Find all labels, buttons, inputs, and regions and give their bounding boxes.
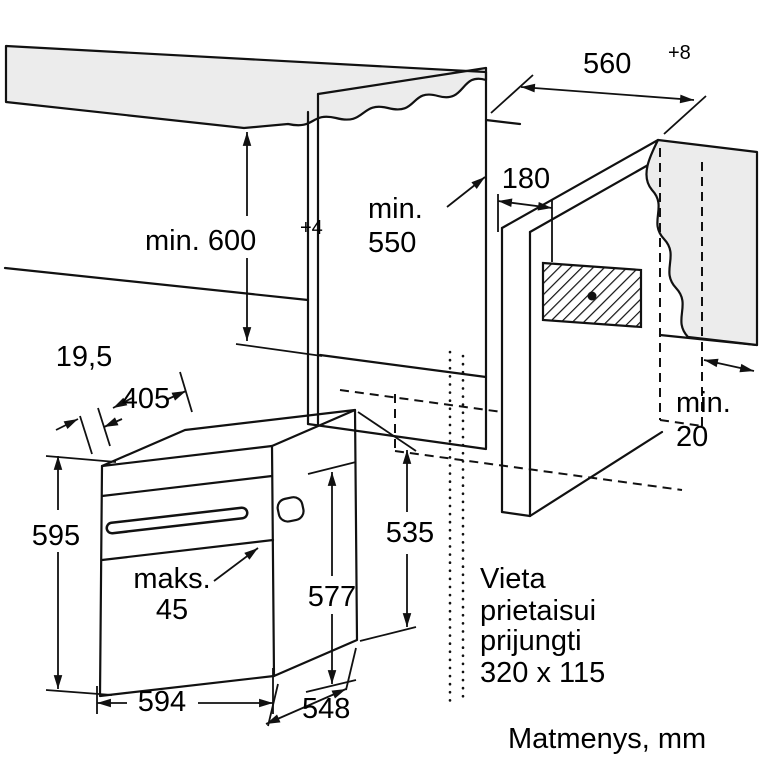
cabinet-left-panel	[306, 66, 522, 451]
dimension-oven-depth: 548	[265, 647, 357, 727]
oven	[98, 408, 359, 698]
connection-note: Vieta prietaisui prijungti 320 x 115	[480, 563, 605, 689]
dim-oven-height-595: 595	[32, 520, 80, 552]
projection-dotted-lines	[448, 350, 465, 704]
oven-side-slot	[276, 496, 305, 523]
dim-niche-height-min-tolerance: +4	[300, 217, 323, 239]
scene-base-line	[3, 266, 759, 347]
dim-oven-width-594: 594	[138, 686, 186, 718]
connection-note-line-2: prietaisui	[480, 595, 596, 627]
oven-front-right-edge	[270, 444, 276, 678]
dimension-niche-height: min. 600 +4	[145, 132, 323, 357]
dim-connection-offset: 180	[502, 163, 550, 195]
connection-note-line-3: prijungti	[480, 625, 582, 657]
dim-niche-width-tolerance: +8	[668, 42, 691, 64]
dim-niche-width: 560	[583, 48, 631, 80]
oven-door-seam	[100, 538, 275, 562]
oven-front-top-edge	[100, 444, 274, 468]
connection-area	[541, 261, 643, 329]
dimension-niche-depth: min. 550	[368, 176, 486, 259]
dimension-rear-height: 535	[357, 411, 434, 642]
dimension-body-height: 577	[305, 461, 357, 693]
niche-dimensions: 560 +8 180 min. 550 min. 600 +4 min.	[145, 42, 755, 453]
hidden-edges-dashed	[339, 148, 703, 491]
dimension-fascia-depth: 19,5	[55, 341, 133, 455]
oven-control-panel-line	[100, 474, 274, 498]
connection-note-line-1: Vieta	[480, 563, 546, 595]
dimension-oven-height: 595	[32, 455, 117, 696]
dim-rear-height-535: 535	[386, 517, 434, 549]
connection-note-size: 320 x 115	[480, 657, 605, 689]
oven-dimensions: 19,5 405 595 maks. 45 577	[32, 341, 434, 727]
countertop	[4, 44, 488, 130]
dim-niche-height-min: min. 600	[145, 225, 256, 257]
dimension-connection-offset: 180	[497, 163, 553, 262]
dim-rear-gap-label: min.	[676, 387, 731, 419]
dim-fascia-depth: 19,5	[56, 341, 112, 373]
dim-niche-depth-min-label: min.	[368, 193, 423, 225]
dim-door-protrusion-label: maks.	[133, 563, 210, 595]
dimension-oven-width: 594	[96, 668, 274, 718]
dimension-door-protrusion: maks. 45	[133, 547, 259, 626]
dim-rear-gap-value: 20	[676, 421, 708, 453]
dim-body-height-577: 577	[308, 581, 356, 613]
dim-oven-depth-548: 548	[302, 693, 350, 725]
oven-door-handle	[105, 506, 249, 535]
dimension-niche-width: 560 +8	[490, 42, 707, 135]
dim-door-protrusion-value: 45	[156, 594, 188, 626]
dim-niche-depth-min-value: 550	[368, 227, 416, 259]
cabinet-scene	[3, 44, 759, 704]
oven-top-right-edge	[270, 408, 357, 448]
dimension-rear-gap: min. 20	[676, 358, 755, 453]
connection-point-dot	[587, 291, 597, 301]
dim-top-clearance-405: 405	[122, 383, 170, 415]
dimension-top-clearance: 405	[103, 371, 193, 428]
units-note: Matmenys, mm	[508, 723, 706, 755]
oven-body	[98, 408, 359, 698]
